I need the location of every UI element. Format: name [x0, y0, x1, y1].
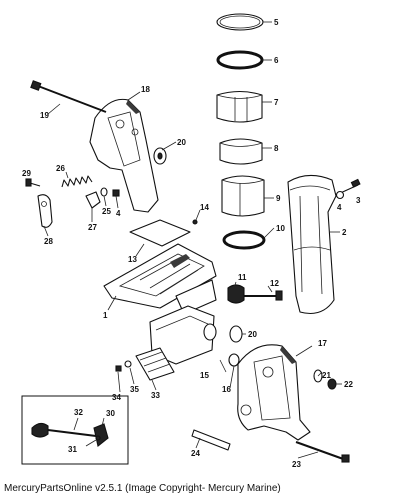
swivel-housing-2 [287, 174, 337, 315]
leader-lines [43, 21, 342, 459]
callout-14: 14 [200, 203, 209, 212]
callout-8: 8 [274, 144, 279, 153]
callout-29: 29 [22, 169, 31, 178]
callout-7: 7 [274, 98, 279, 107]
through-bolt-23 [295, 441, 350, 463]
callout-21: 21 [322, 371, 331, 380]
bolt-12 [244, 290, 283, 301]
cover-plate-13 [129, 219, 191, 247]
callout-labels: 5 6 7 8 9 10 2 3 4 18 19 20 26 29 28 27 … [22, 18, 361, 469]
clamp-bracket-18 [89, 98, 159, 213]
callout-15: 15 [200, 371, 209, 380]
swivel-bracket-1 [103, 243, 217, 315]
spring-26 [61, 175, 93, 188]
callout-11: 11 [238, 273, 247, 282]
lever-28 [37, 194, 53, 228]
callout-19: 19 [40, 111, 49, 120]
callout-28: 28 [44, 237, 53, 246]
callout-9: 9 [276, 194, 281, 203]
nut-4-left [112, 189, 120, 197]
callout-26: 26 [56, 164, 65, 173]
copyright-footer: MercuryPartsOnline v2.5.1 (Image Copyrig… [4, 483, 281, 494]
callout-20-upper: 20 [177, 138, 186, 147]
bushing-8 [219, 138, 263, 165]
clamp-bracket-17 [237, 344, 311, 441]
exploded-parts-diagram: 5 6 7 8 9 10 2 3 4 18 19 20 26 29 28 27 … [21, 13, 361, 469]
o-ring-6 [216, 50, 264, 70]
callout-13: 13 [128, 255, 137, 264]
screw-34 [115, 365, 122, 372]
through-bolt-19 [30, 80, 107, 113]
lower-bushing-9 [221, 175, 265, 217]
callout-16: 16 [222, 385, 231, 394]
callout-35: 35 [130, 385, 139, 394]
callout-10: 10 [276, 224, 285, 233]
callout-18: 18 [141, 85, 150, 94]
callout-30: 30 [106, 409, 115, 418]
washer-20-upper [153, 147, 167, 165]
handle-11 [227, 284, 245, 304]
callout-12: 12 [270, 279, 279, 288]
screw-35 [124, 360, 132, 368]
callout-1: 1 [103, 311, 108, 320]
callout-5: 5 [274, 18, 279, 27]
callout-33: 33 [151, 391, 160, 400]
knob-27 [85, 191, 101, 209]
tilt-tube-24 [191, 429, 231, 451]
callout-32: 32 [74, 408, 83, 417]
upper-bushing-7 [216, 90, 263, 123]
callout-23: 23 [292, 460, 301, 469]
pad-33 [135, 347, 175, 381]
callout-34: 34 [112, 393, 121, 402]
screw-14 [192, 219, 198, 225]
screw-29 [25, 178, 41, 187]
washer-20-lower [229, 325, 243, 343]
o-ring-10 [222, 230, 266, 250]
callout-2: 2 [342, 228, 347, 237]
washer-25 [100, 187, 108, 197]
callout-22: 22 [344, 380, 353, 389]
callout-17: 17 [318, 339, 327, 348]
callout-4-right: 4 [337, 203, 342, 212]
retaining-ring-5 [216, 13, 264, 31]
callout-20-lower: 20 [248, 330, 257, 339]
callout-4-left: 4 [116, 209, 121, 218]
inset-box [21, 395, 129, 465]
callout-6: 6 [274, 56, 279, 65]
callout-31: 31 [68, 445, 77, 454]
callout-3: 3 [356, 196, 361, 205]
callout-25: 25 [102, 207, 111, 216]
nut-4-right [335, 190, 345, 200]
nut-22 [327, 378, 337, 390]
callout-27: 27 [88, 223, 97, 232]
callout-24: 24 [191, 449, 200, 458]
